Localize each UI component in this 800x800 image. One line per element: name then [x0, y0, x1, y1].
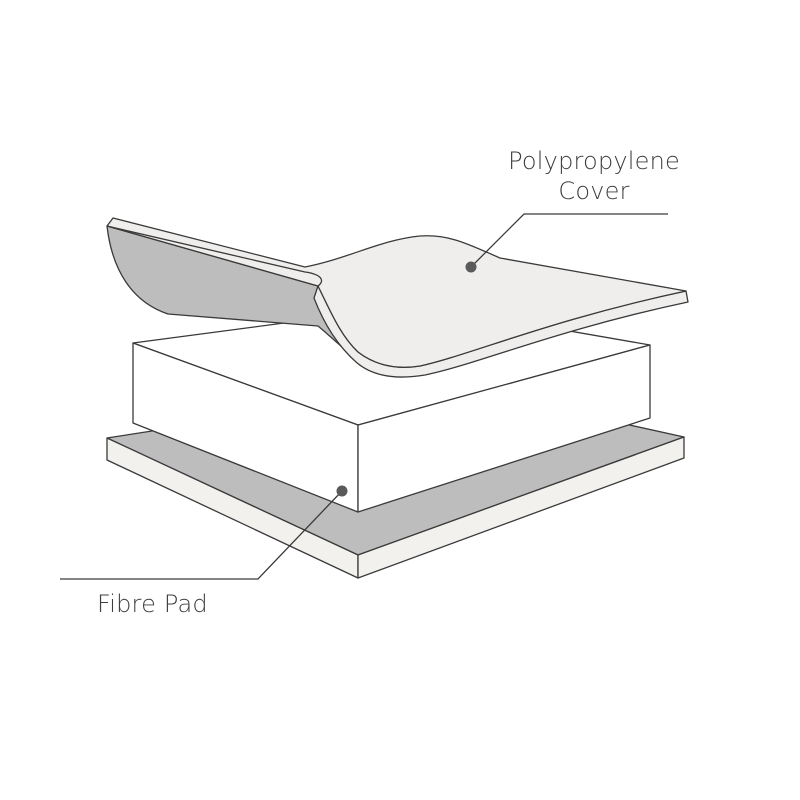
fibre-pad-front-right	[357, 344, 651, 513]
cover-label-line2: Cover	[558, 177, 630, 205]
cover-leader	[465, 213, 668, 273]
pad-leader	[60, 485, 348, 580]
base-layer-right-edge	[357, 436, 685, 579]
polypropylene-cover-label: Polypropylene Cover	[508, 146, 680, 206]
fibre-pad-label: Fibre Pad	[97, 590, 208, 618]
cover-leader-dot	[465, 261, 477, 273]
polypropylene-cover-layer	[106, 217, 689, 378]
cover-top-surface	[106, 217, 687, 368]
cover-label-line1: Polypropylene	[508, 147, 680, 175]
pad-leader-dot	[336, 485, 348, 497]
cover-leader-line	[470, 213, 668, 268]
cover-top-edge	[106, 225, 323, 287]
pad-leader-line	[60, 490, 343, 580]
